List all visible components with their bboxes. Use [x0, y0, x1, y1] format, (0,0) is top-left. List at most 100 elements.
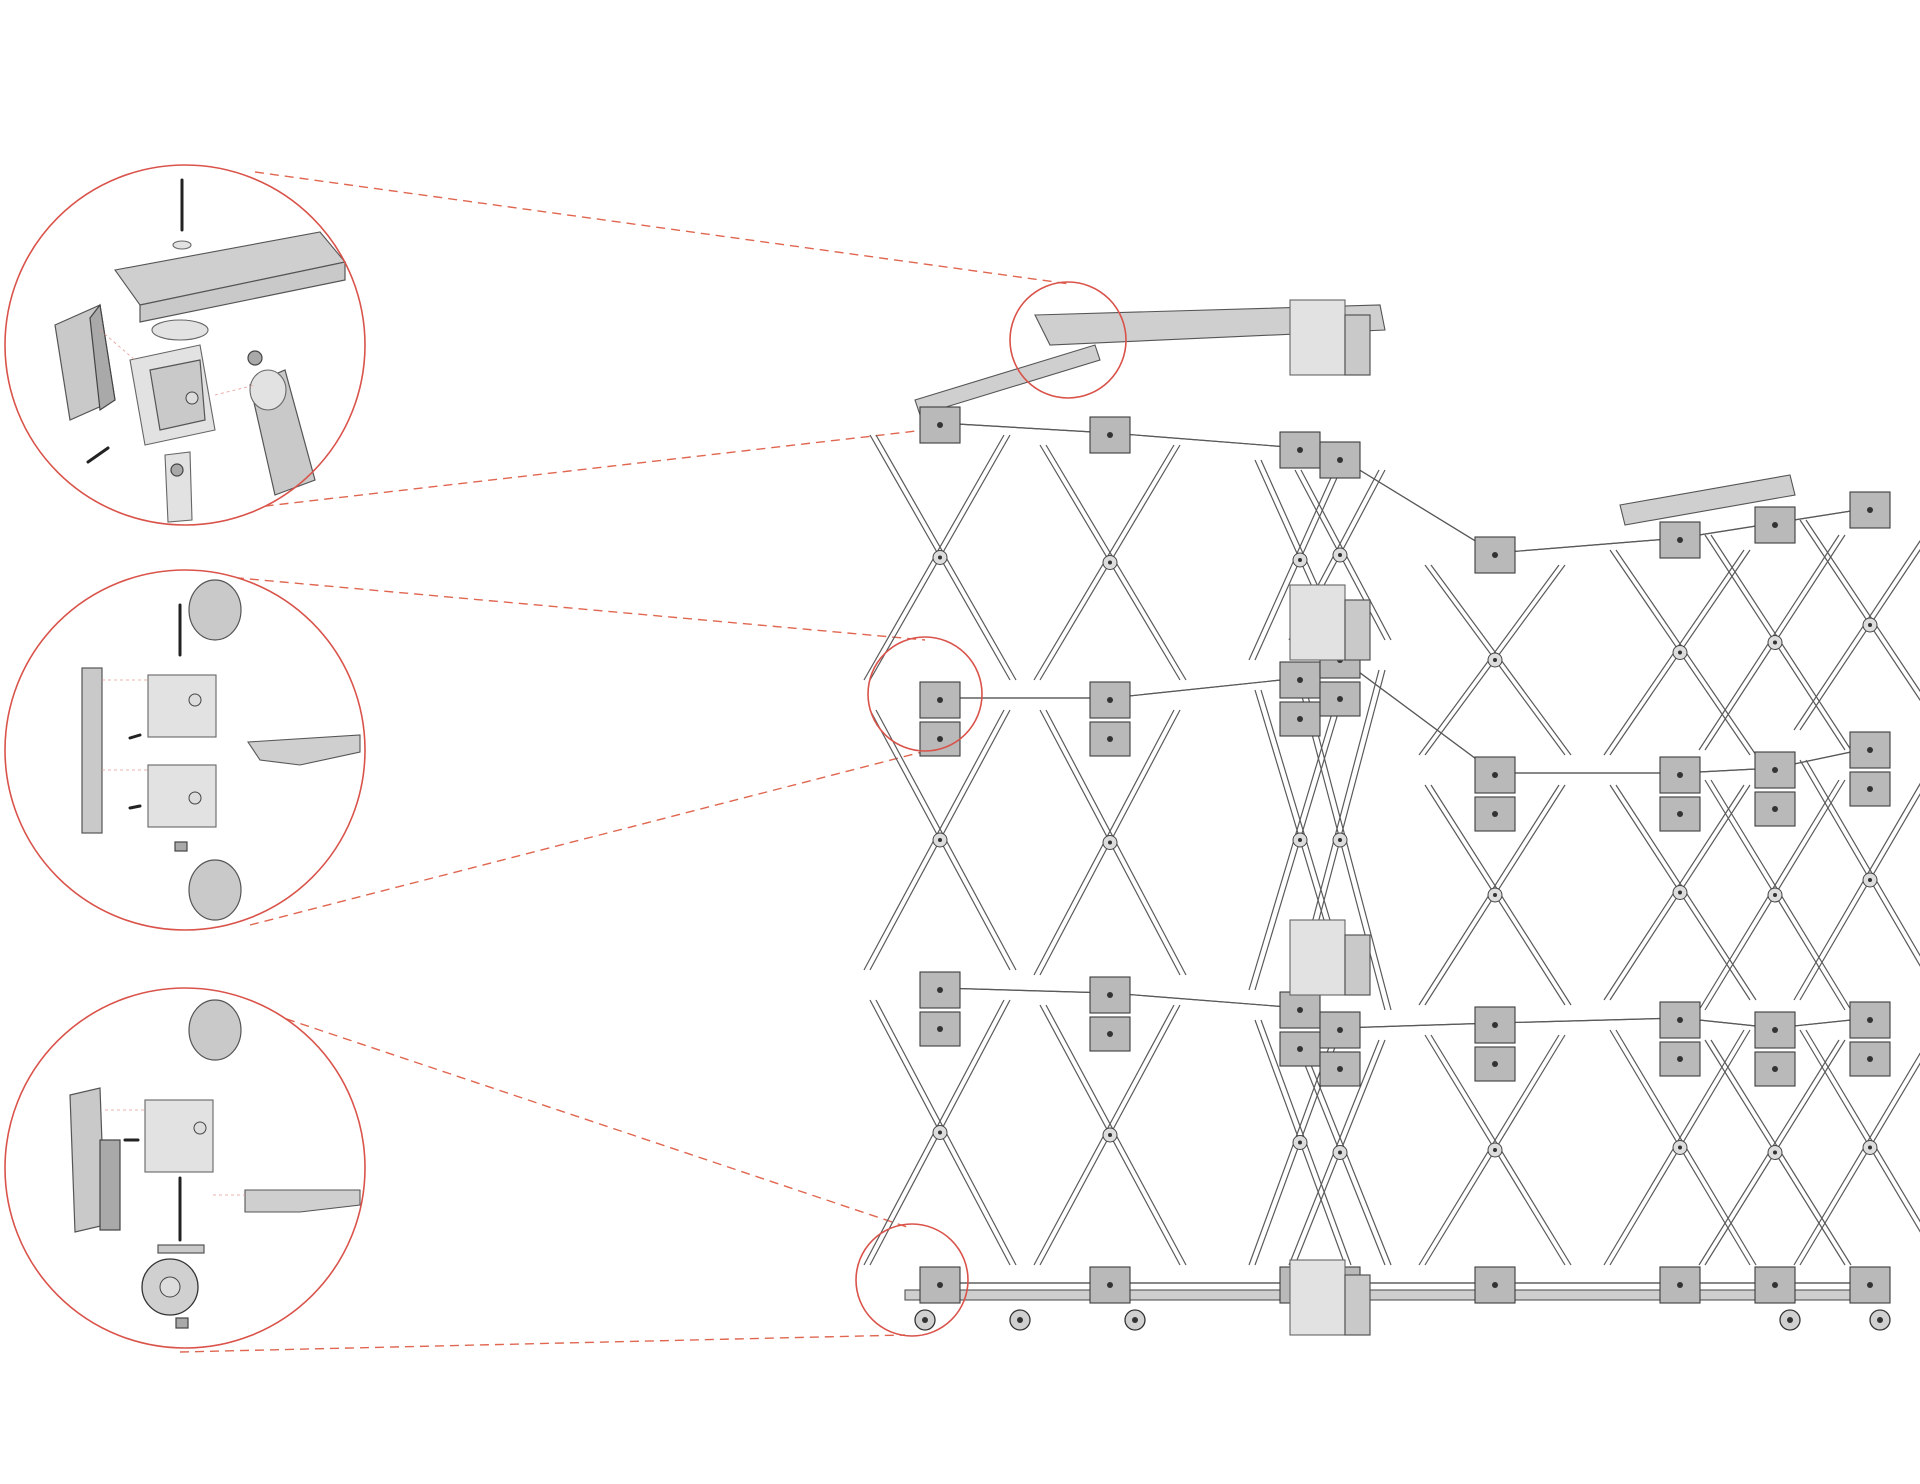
alignment-guide	[214, 384, 256, 396]
joint-bolt-head	[188, 791, 202, 805]
pivot-pin	[1298, 558, 1302, 562]
pivot-pin	[938, 1130, 942, 1135]
beam-plate	[244, 1189, 361, 1213]
joint-bolt	[1772, 1282, 1778, 1288]
joint-bolt	[1337, 1066, 1343, 1072]
leader-line	[214, 994, 911, 1229]
joint-bolt	[937, 736, 943, 742]
joint-bolt-head	[185, 391, 199, 405]
detail-mid-side-joint	[4, 569, 366, 931]
joint-block	[1319, 1051, 1361, 1087]
horizontal-beam	[939, 987, 1871, 1029]
pivot-pin	[1338, 553, 1342, 557]
joint-bolt	[1867, 1056, 1873, 1062]
joint-bolt	[1677, 1056, 1683, 1062]
pivot-pin	[1493, 658, 1497, 662]
top-beam-side	[139, 261, 346, 323]
joint-bolt	[1107, 736, 1113, 742]
connector-plate	[1289, 299, 1346, 376]
connector-flange	[1344, 314, 1371, 376]
detail-circle	[4, 987, 366, 1349]
joint-block	[1849, 1041, 1891, 1077]
pivot-pin	[1868, 1145, 1872, 1150]
joint-bolt	[1337, 1027, 1343, 1033]
joint-bolt	[1492, 1022, 1498, 1028]
pivot-pin	[1108, 560, 1112, 565]
pivot-arm-upper	[188, 579, 242, 641]
side-panel-edge	[89, 303, 116, 412]
leader-line	[249, 751, 923, 926]
joint-bolt	[937, 987, 943, 993]
joint-bolt	[1492, 1282, 1498, 1288]
detail-callout-ring	[867, 636, 983, 752]
pivot-pin	[1108, 840, 1112, 845]
pivot-pin	[938, 555, 942, 560]
caster-axle	[1017, 1317, 1023, 1323]
connector-flange	[1344, 1274, 1371, 1336]
pivot-pin	[1338, 838, 1342, 842]
joint-block	[1474, 1006, 1516, 1044]
joint-bolt	[1867, 1017, 1873, 1023]
joint-bolt	[1772, 1027, 1778, 1033]
pivot-pin	[1773, 1150, 1777, 1155]
pivot-pin	[1773, 893, 1777, 897]
top-rail	[1619, 474, 1796, 526]
joint-bolt	[1677, 772, 1683, 778]
pivot-pin	[1493, 893, 1497, 897]
detail-bottom-caster-joint	[4, 987, 366, 1349]
joint-bolt	[1772, 767, 1778, 773]
joint-bolt	[1492, 1061, 1498, 1067]
pivot-pin	[938, 838, 942, 842]
joint-bolt	[1107, 697, 1113, 703]
joint-bolt	[1297, 677, 1303, 683]
leader-line	[204, 429, 926, 514]
pivot-pin	[1298, 838, 1302, 842]
scissor-member	[1793, 539, 1920, 731]
pivot-arm	[188, 999, 242, 1061]
leader-line	[179, 1334, 906, 1353]
joint-block	[1089, 416, 1131, 454]
pivot-pin	[1773, 640, 1777, 645]
pivot-arm-lower	[188, 859, 242, 921]
hex-nut	[247, 350, 263, 366]
joint-bolt	[1772, 806, 1778, 812]
joint-block-lower	[147, 764, 217, 828]
joint-bolt	[1867, 1282, 1873, 1288]
detail-background	[5, 570, 365, 930]
joint-bolt	[1867, 747, 1873, 753]
joint-bolt	[1107, 1031, 1113, 1037]
joint-bolt	[1867, 786, 1873, 792]
lower-nut	[170, 463, 184, 477]
joint-bolt	[1677, 537, 1683, 543]
beam-plate	[247, 734, 361, 766]
joint-bolt	[1492, 772, 1498, 778]
detail-top-corner-joint	[4, 164, 366, 526]
bottom-rail	[904, 1289, 1881, 1301]
pivot-pin	[1298, 1140, 1302, 1145]
caster-axle	[1132, 1317, 1138, 1323]
caster-plate	[157, 1244, 205, 1254]
horizontal-beam-edge	[940, 657, 1871, 774]
caster-hub	[159, 1276, 181, 1298]
joint-bolt	[1297, 1007, 1303, 1013]
washer	[172, 240, 192, 250]
pivot-disc	[151, 319, 209, 341]
caster-axle	[922, 1317, 928, 1323]
joint-bolt	[937, 697, 943, 703]
pivot-pin	[1493, 1148, 1497, 1152]
joint-bolt	[1677, 1282, 1683, 1288]
connector-flange	[1344, 934, 1371, 996]
joint-bolt	[1107, 1282, 1113, 1288]
leader-line	[204, 574, 926, 641]
alignment-guide	[99, 329, 136, 361]
joint-bolt	[1297, 447, 1303, 453]
horizontal-beam-edge	[939, 987, 1871, 1029]
main-structure	[855, 281, 1920, 1337]
joint-bolt	[1867, 507, 1873, 513]
joint-bolt	[1492, 811, 1498, 817]
pivot-arm-eye	[249, 369, 287, 411]
hex-nut	[174, 841, 188, 852]
connector-plate	[1289, 919, 1346, 996]
